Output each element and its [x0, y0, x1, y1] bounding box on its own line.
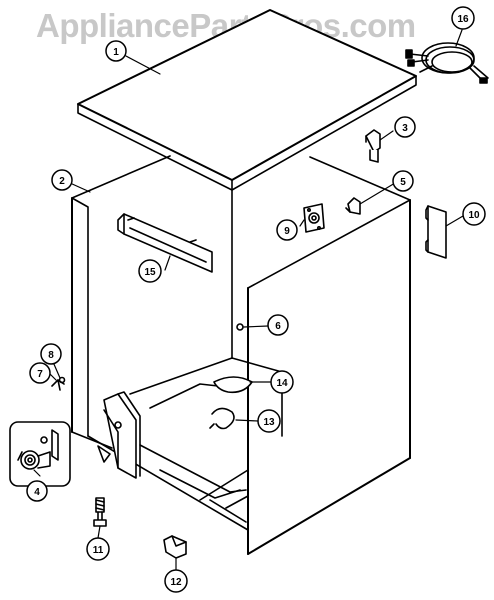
svg-text:13: 13: [263, 417, 275, 428]
leveling-leg-part-11: [93, 497, 107, 527]
callout-10: 10: [462, 202, 486, 226]
clip-part-13: [211, 407, 235, 430]
svg-text:15: 15: [144, 267, 156, 278]
clip-part-3: [365, 129, 381, 163]
svg-text:4: 4: [34, 487, 40, 498]
cabinet-part: [71, 155, 411, 555]
svg-text:3: 3: [402, 123, 408, 134]
callout-16: 16: [451, 6, 475, 30]
baffle-part-14: [213, 376, 253, 394]
callout-12: 12: [164, 569, 188, 593]
leader-lines: [33, 29, 464, 571]
svg-text:6: 6: [275, 321, 281, 332]
callout-6: 6: [267, 314, 289, 336]
callout-15: 15: [138, 259, 162, 283]
callout-11: 11: [86, 537, 110, 561]
callouts: 1 2 3 4 5 6 7 8 9 10 11 12 13 14 15 16: [26, 6, 486, 593]
grommet-part-6: [236, 323, 244, 331]
plate-part-9: [303, 203, 325, 233]
callout-7: 7: [29, 362, 51, 384]
screw-parts-7-8: [51, 376, 66, 391]
svg-text:10: 10: [468, 210, 480, 221]
svg-text:9: 9: [284, 226, 290, 237]
svg-text:16: 16: [457, 14, 469, 25]
svg-text:14: 14: [276, 378, 288, 389]
power-cord-part-16: [405, 42, 489, 84]
top-panel-part: [77, 9, 417, 191]
svg-text:8: 8: [48, 350, 54, 361]
callout-1: 1: [105, 40, 127, 62]
clip-part-12: [163, 535, 187, 559]
clip-part-5: [345, 197, 361, 215]
svg-text:12: 12: [170, 577, 182, 588]
svg-text:11: 11: [93, 545, 104, 556]
callout-2: 2: [51, 169, 73, 191]
svg-text:5: 5: [400, 177, 406, 188]
svg-text:1: 1: [113, 47, 119, 58]
callout-5: 5: [392, 170, 414, 192]
callout-14: 14: [270, 370, 294, 394]
support-leg-bracket: [103, 391, 141, 479]
callout-3: 3: [394, 116, 416, 138]
svg-text:2: 2: [59, 176, 65, 187]
cover-part-10: [425, 205, 447, 259]
callout-8: 8: [40, 343, 62, 365]
callout-4: 4: [26, 480, 48, 502]
callout-9: 9: [276, 219, 298, 241]
callout-13: 13: [257, 409, 281, 433]
svg-text:7: 7: [37, 369, 43, 380]
rear-bracket-part: [117, 213, 213, 273]
